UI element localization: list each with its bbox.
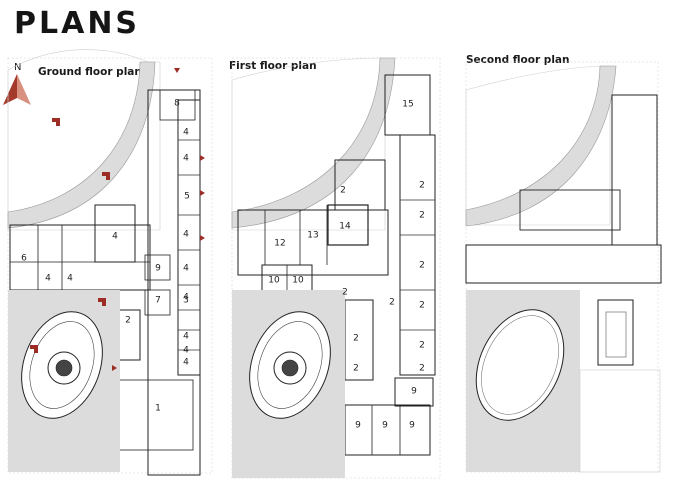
ground-room-number: 4 (183, 264, 189, 274)
ground-room-number: 5 (184, 192, 190, 202)
ground-room-number: 1 (155, 404, 161, 414)
first-room-number: 9 (355, 421, 361, 431)
north-arrow-icon: N (3, 62, 31, 105)
first-room-number: 2 (353, 334, 359, 344)
first-room-number: 10 (268, 276, 280, 286)
ground-room-number: 4 (112, 232, 118, 242)
ground-room-number: 4 (67, 274, 73, 284)
first-room-number: 12 (274, 239, 285, 249)
page-title: PLANS (14, 6, 141, 41)
ground-room-number: 8 (174, 99, 180, 109)
first-room-number: 2 (342, 288, 348, 298)
first-room-number: 2 (419, 181, 425, 191)
first-room-number: 9 (409, 421, 415, 431)
north-label: N (14, 62, 21, 73)
first-room-number: 13 (307, 231, 318, 241)
ground-room-number: 7 (155, 296, 161, 306)
ground-room-number: 4 (183, 293, 189, 303)
first-room-number: 2 (419, 301, 425, 311)
ground-room-number: 2 (125, 316, 131, 326)
first-room-number: 2 (419, 211, 425, 221)
first-room-number: 15 (402, 100, 413, 110)
ground-room-number: 4 (183, 128, 189, 138)
ground-room-number: 3 (183, 296, 189, 306)
first-room-number: 10 (292, 276, 304, 286)
first-room-number: 9 (411, 387, 417, 397)
first-room-number: 2 (419, 364, 425, 374)
ground-room-number: 4 (183, 230, 189, 240)
first-room-number: 2 (340, 186, 346, 196)
ground-room-number: 4 (183, 346, 189, 356)
first-room-number: 2 (353, 364, 359, 374)
first-room-number: 2 (389, 298, 395, 308)
ground-room-number: 6 (21, 254, 27, 264)
ground-room-number: 4 (45, 274, 51, 284)
first-room-number: 2 (419, 341, 425, 351)
first-room-number: 9 (382, 421, 388, 431)
second-floor-plan-label: Second floor plan (466, 54, 570, 66)
first-room-number: 2 (419, 261, 425, 271)
first-floor-plan-label: First floor plan (229, 60, 317, 72)
ground-room-number: 4 (183, 358, 189, 368)
ground-room-number: 4 (183, 154, 189, 164)
ground-room-number: 4 (183, 332, 189, 342)
ground-room-number: 9 (155, 264, 161, 274)
ground-floor-plan-label: Ground floor plan (38, 66, 142, 78)
first-room-number: 14 (339, 222, 351, 232)
